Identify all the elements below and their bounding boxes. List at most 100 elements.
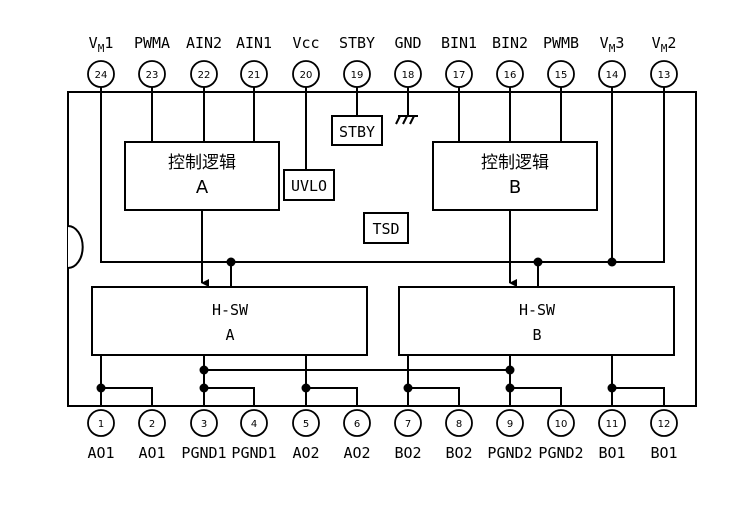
pin-name-main: BO2 xyxy=(394,444,421,462)
pin-name: VM1 xyxy=(89,34,114,55)
top-pin-24: 24 VM1 xyxy=(87,34,115,88)
hsw-b-title: H-SW xyxy=(519,301,556,319)
pin-number: 16 xyxy=(504,70,517,81)
pin-name-sub: M xyxy=(98,42,105,55)
pin-name-main: AO1 xyxy=(138,444,165,462)
pin-name: STBY xyxy=(339,34,375,52)
pin-number: 11 xyxy=(606,419,619,430)
pin-number: 3 xyxy=(201,419,207,430)
block-uvlo: UVLO xyxy=(283,169,335,201)
pin-circle xyxy=(138,60,166,88)
pin-name-main: V xyxy=(89,34,98,52)
top-pin-20: 20 Vcc xyxy=(292,34,320,88)
pin-number: 19 xyxy=(351,70,364,81)
pin-name-main: AIN2 xyxy=(186,34,222,52)
pin-circle xyxy=(650,409,678,437)
pin-circle xyxy=(547,409,575,437)
pin-number: 13 xyxy=(658,70,671,81)
pin-name: VM3 xyxy=(600,34,625,55)
pin-name-main: PWMA xyxy=(134,34,170,52)
logic-a-title: 控制逻辑 xyxy=(168,153,236,173)
pin-circle xyxy=(598,60,626,88)
pin-name-main: AO2 xyxy=(343,444,370,462)
block-hsw-b: H-SW B xyxy=(398,286,675,356)
pin-name: BIN2 xyxy=(492,34,528,52)
top-pin-19: 19 STBY xyxy=(339,34,375,88)
pin-number: 14 xyxy=(606,70,619,81)
pin-number: 8 xyxy=(456,419,462,430)
pin-name-main: V xyxy=(600,34,609,52)
top-pin-13: 13 VM2 xyxy=(650,34,678,88)
pin-circle xyxy=(598,409,626,437)
pin-name-sub: M xyxy=(661,42,668,55)
pin-name-main: AO2 xyxy=(292,444,319,462)
pin-name: AO1 xyxy=(87,444,114,462)
pin-circle xyxy=(650,60,678,88)
pin-name-suffix: 1 xyxy=(104,34,113,52)
block-logic-a: 控制逻辑 A xyxy=(124,141,280,211)
top-pin-row: 24VM123PWMA22AIN221AIN120Vcc19STBY18GND1… xyxy=(87,34,678,88)
pin-name: Vcc xyxy=(292,34,319,52)
pin-circle xyxy=(138,409,166,437)
pin-name-main: PGND2 xyxy=(538,444,583,462)
pin-number: 24 xyxy=(95,70,108,81)
pin-number: 7 xyxy=(405,419,411,430)
pin-name: AO1 xyxy=(138,444,165,462)
pin-circle xyxy=(240,60,268,88)
pin-name: PGND1 xyxy=(181,444,226,462)
pin-circle xyxy=(87,409,115,437)
pin-number: 6 xyxy=(354,419,360,430)
pin-name-main: GND xyxy=(394,34,421,52)
pin-name: BO1 xyxy=(598,444,625,462)
top-pin-17: 17 BIN1 xyxy=(441,34,477,88)
pin-circle xyxy=(394,409,422,437)
logic-b-id: B xyxy=(509,177,521,198)
pin-name-main: AO1 xyxy=(87,444,114,462)
pin-name-suffix: 2 xyxy=(667,34,676,52)
pin-name: PGND2 xyxy=(487,444,532,462)
pin-number: 2 xyxy=(149,419,155,430)
pin-circle xyxy=(87,60,115,88)
pin-circle xyxy=(292,409,320,437)
pin-name-main: AIN1 xyxy=(236,34,272,52)
pin-name-main: V xyxy=(652,34,661,52)
pin-number: 9 xyxy=(507,419,513,430)
block-stby: STBY xyxy=(331,115,383,146)
pin-name: AO2 xyxy=(292,444,319,462)
stby-block-label: STBY xyxy=(339,123,375,141)
pin-name: BIN1 xyxy=(441,34,477,52)
pin-circle xyxy=(190,409,218,437)
pin-circle xyxy=(496,409,524,437)
pin-circle xyxy=(547,60,575,88)
pin-circle xyxy=(343,409,371,437)
pin-number: 5 xyxy=(303,419,309,430)
pin-number: 20 xyxy=(300,70,313,81)
top-pin-18: 18 GND xyxy=(394,34,422,88)
logic-b-title: 控制逻辑 xyxy=(481,153,549,173)
hsw-a-id: A xyxy=(225,326,234,344)
pin-name-main: BIN2 xyxy=(492,34,528,52)
block-tsd: TSD xyxy=(363,212,409,244)
pin-number: 17 xyxy=(453,70,466,81)
top-pin-16: 16 BIN2 xyxy=(492,34,528,88)
pin-name-main: PGND1 xyxy=(231,444,276,462)
pin-number: 18 xyxy=(402,70,415,81)
bottom-pin-row: 1AO12AO13PGND14PGND15AO26AO27BO28BO29PGN… xyxy=(87,409,678,462)
pin-circle xyxy=(240,409,268,437)
pin-name-suffix: 3 xyxy=(615,34,624,52)
block-hsw-a: H-SW A xyxy=(91,286,368,356)
pin-circle xyxy=(496,60,524,88)
pin-name: BO1 xyxy=(650,444,677,462)
